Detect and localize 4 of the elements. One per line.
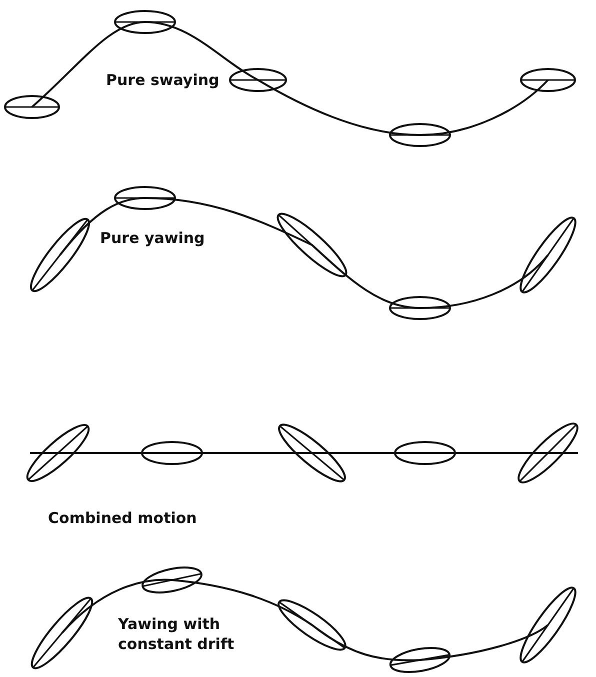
motion-caption: Yawing with constant drift <box>118 614 236 654</box>
motion-caption: Pure yawing <box>100 228 205 248</box>
motion-caption: Combined motion <box>48 508 197 528</box>
motion-caption: Pure swaying <box>106 70 220 90</box>
